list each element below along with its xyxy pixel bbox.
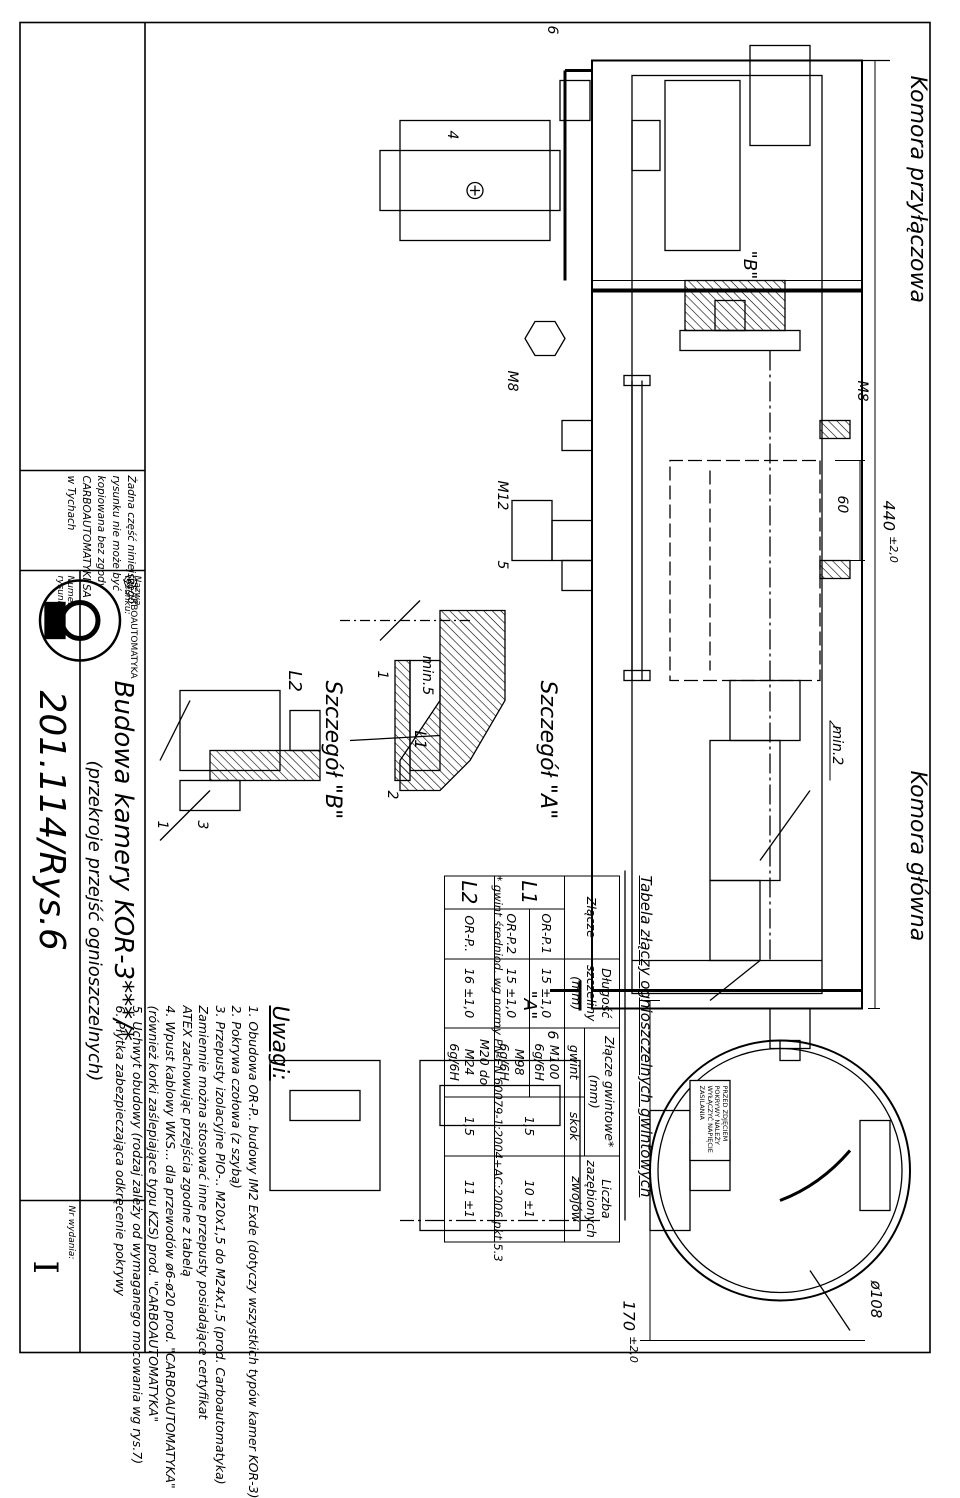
numer-label: Numer rysunku:: [55, 575, 75, 615]
cell-gwint: M100 6g/6H: [529, 1027, 565, 1097]
note-line: ATEX zachowując przejścia zgodne z tabel…: [179, 1005, 195, 1277]
cell-group-l1: L1: [494, 875, 565, 909]
label-szczegol-b: Szczegół "B": [320, 680, 345, 819]
dim-170: 170 ±2,0: [619, 1300, 640, 1363]
label-l2: L2: [284, 670, 305, 692]
label-min5: min.5: [419, 655, 435, 695]
drawing-sheet: Komora przyłączowa Komora główna Szczegó…: [19, 21, 931, 1498]
label-l1: L1: [411, 730, 430, 750]
cell-liczba: 10 ±1: [494, 1155, 565, 1242]
notes-section: Uwagi: 1. Obudowa OR-P.. budowy IM2 Exde…: [112, 1005, 292, 1498]
drawing-number: 201.114/Rys.6: [31, 690, 72, 951]
callout-5: 5: [494, 560, 510, 569]
callout-6a: 6: [544, 25, 560, 34]
label-m12: M12: [494, 480, 510, 510]
dim-60: 60: [834, 495, 850, 513]
header-dlugosc: Długość szczeliny (mm): [564, 958, 620, 1028]
cell-gwint: M20 do M24 6g/6H: [444, 1027, 495, 1097]
housing-section: [379, 44, 890, 1061]
cell-zlacze: OR-P..: [444, 908, 495, 959]
table-row: L1 OR-P.1 15 ±1,0 M100 6g/6H 1,5 10 ±1: [494, 875, 565, 1242]
note-line: 3. Przepusty izolacyjne PIO-.. M20x1,5 d…: [212, 1005, 228, 1485]
technical-drawing: [19, 21, 931, 1353]
header-skok: skok: [564, 1096, 585, 1156]
cell-group-l2: L2: [444, 875, 495, 909]
header-gwintowe: Złącze gwintowe* (mm): [584, 1027, 620, 1156]
table-row: L2 OR-P.. 16 ±1,0 M20 do M24 6g/6H 1,5 1…: [444, 875, 495, 1242]
callout-4: 4: [444, 130, 460, 139]
cell-dlugosc: 16 ±1,0: [444, 958, 495, 1028]
callout-3: 3: [194, 820, 210, 829]
header-gwint: gwint: [564, 1027, 585, 1097]
note-line: 4. Wpust kablowy WKS... dla przewodów ø6…: [163, 1005, 179, 1489]
drawing-subtitle: (przekroje przejść ognioszczelnych): [84, 760, 105, 1081]
marker-b: "B": [739, 250, 760, 279]
label-komora-przylaczowa: Komora przyłączowa: [905, 75, 930, 303]
logo: [38, 578, 122, 662]
note-line: Zamiennie można stosować inne przepusty …: [196, 1005, 212, 1419]
rotated-drawing: Komora przyłączowa Komora główna Szczegó…: [19, 21, 931, 1498]
dia-108: ø108: [867, 1280, 885, 1318]
callout-1a: 1: [374, 670, 390, 679]
label-m8-bottom: M8: [504, 370, 520, 391]
detail-a: [340, 599, 506, 791]
table-title: Tabela złączy ognioszczelnych gwintowych: [637, 875, 655, 1197]
nazwa-label: Nazwa rysunku:: [122, 575, 142, 615]
callout-1b: 1: [154, 820, 170, 829]
cell-skok: 1,5: [494, 1096, 565, 1156]
cell-skok: 1,5: [444, 1096, 495, 1156]
label-komora-glowna: Komora główna: [905, 770, 930, 941]
note-line: 2. Pokrywa czołowa (z szybą): [229, 1005, 245, 1189]
label-m8-top: M8: [854, 380, 870, 401]
label-min2: min.2: [829, 725, 845, 765]
wydanie-label: Nr wydania:: [66, 1205, 76, 1259]
title-block-frame: [20, 22, 146, 1352]
label-szczegol-a: Szczegół "A": [535, 680, 560, 819]
threaded-joints-table: Złącze Długość szczeliny (mm) Złącze gwi…: [444, 875, 620, 1242]
note-line: (również korki zaślepiające typu KZS) pr…: [146, 1005, 162, 1422]
notes-title: Uwagi:: [267, 1005, 292, 1081]
note-line: 5. Uchwyt obudowy (rodzaj zależy od wyma…: [129, 1005, 145, 1464]
callout-2: 2: [384, 790, 400, 799]
drawing-title: Budowa kamery KOR-3***/*: [108, 680, 138, 1041]
detail-b: [159, 689, 321, 841]
note-line: 6. Płytka zabezpieczająca odkręcenie pok…: [113, 1005, 129, 1296]
dim-440: 440 ±2,0: [879, 500, 900, 563]
table-footnote: * gwint średniod. wg normy PN-EN 60079-1…: [491, 875, 505, 1262]
header-zlacze: Złącze: [564, 875, 620, 959]
cell-liczba: 11 ±1: [444, 1155, 495, 1242]
edition-number: I: [25, 1260, 65, 1274]
cell-dlugosc: 15 ±1,0: [529, 958, 565, 1028]
header-liczba: Liczba zazębionych zwojów: [564, 1155, 620, 1242]
cell-zlacze: OR-P.1: [529, 908, 565, 959]
note-line: 1. Obudowa OR-P.. budowy IM2 Exde (dotyc…: [246, 1005, 261, 1498]
dimension-lines: [640, 59, 880, 1341]
warning-plate: PRZED ZDJĘCIEM POKRYWY NALEŻY WYŁĄCZYĆ N…: [698, 1085, 729, 1153]
